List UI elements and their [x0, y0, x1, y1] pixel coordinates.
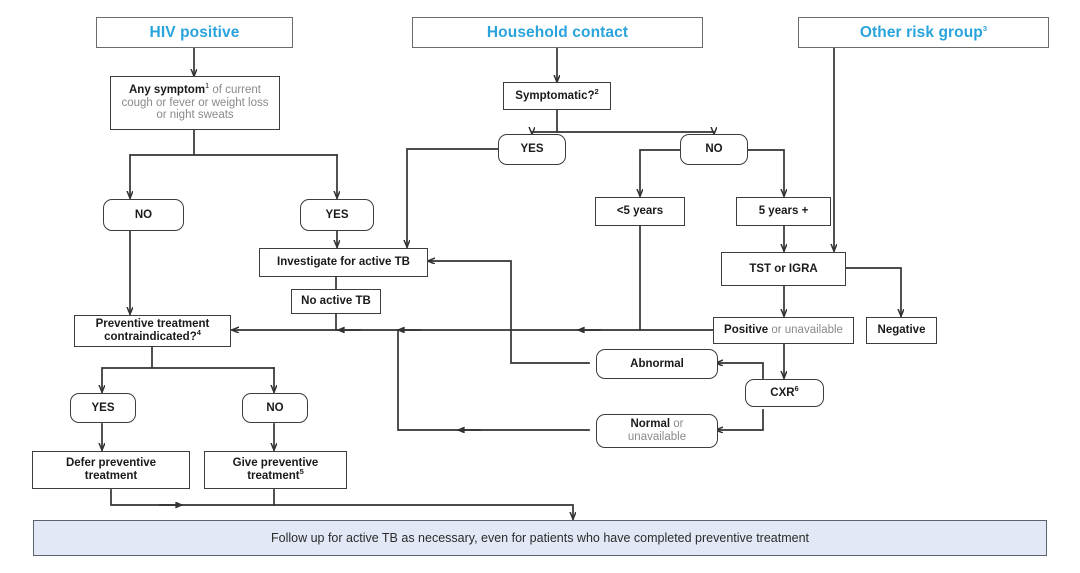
follow-up-banner-label: Follow up for active TB as necessary, ev…: [270, 531, 809, 545]
symptomatic-label: Symptomatic?: [515, 89, 595, 102]
negative-label: Negative: [877, 324, 926, 337]
node-hiv-yes: YES: [300, 199, 374, 231]
node-5-years-plus: 5 years +: [736, 197, 831, 226]
give-line1: Give preventive: [232, 457, 319, 470]
node-cxr: CXR6: [745, 379, 824, 407]
household-no-label: NO: [705, 143, 723, 156]
normal-line2: unavailable: [627, 431, 687, 443]
give-line2: treatment: [247, 470, 300, 482]
preventive-contraindicated-line2: contraindicated?: [104, 331, 197, 343]
node-tst-or-igra: TST or IGRA: [721, 252, 846, 286]
tst-or-igra-label: TST or IGRA: [749, 262, 818, 275]
defer-line1: Defer preventive: [65, 457, 157, 470]
node-symptomatic: Symptomatic?2: [503, 82, 611, 110]
title-label-hiv-positive: HIV positive: [149, 23, 240, 41]
title-label-other-risk-group: Other risk group3: [859, 23, 988, 41]
node-no-active-tb: No active TB: [291, 289, 381, 314]
title-box-household-contact: Household contact: [412, 17, 703, 48]
node-abnormal: Abnormal: [596, 349, 718, 379]
node-household-yes: YES: [498, 134, 566, 165]
footnote-marker-4: 4: [196, 328, 201, 338]
normal-bold: Normal: [630, 418, 671, 431]
household-yes-label: YES: [520, 143, 544, 156]
any-symptom-rest: of current: [209, 83, 261, 96]
normal-rest: or: [670, 418, 684, 431]
abnormal-label: Abnormal: [630, 357, 684, 370]
any-symptom-line2: cough or fever or weight loss: [121, 96, 269, 109]
footnote-marker-1: 1: [205, 80, 210, 90]
investigate-active-tb-label: Investigate for active TB: [277, 256, 410, 269]
title-box-hiv-positive: HIV positive: [96, 17, 293, 48]
no-active-tb-label: No active TB: [301, 295, 371, 308]
contraindicated-yes-label: YES: [91, 401, 115, 414]
positive-rest: or unavailable: [768, 324, 843, 337]
positive-bold: Positive: [724, 324, 769, 337]
node-negative: Negative: [866, 317, 937, 344]
any-symptom-line3: or night sweats: [156, 109, 234, 122]
follow-up-banner: Follow up for active TB as necessary, ev…: [33, 520, 1047, 556]
any-symptom-bold: Any symptom: [129, 83, 206, 96]
node-household-no: NO: [680, 134, 748, 165]
5-years-plus-label: 5 years +: [758, 205, 809, 218]
footnote-marker-3: 3: [982, 23, 988, 33]
cxr-label: CXR: [770, 386, 795, 399]
under-5-years-label: <5 years: [616, 205, 664, 218]
defer-line2: treatment: [84, 470, 138, 482]
preventive-contraindicated-line1: Preventive treatment: [95, 318, 210, 331]
hiv-no-label: NO: [134, 208, 153, 221]
hiv-yes-label: YES: [325, 208, 349, 221]
title-box-other-risk-group: Other risk group3: [798, 17, 1049, 48]
node-positive-or-unavailable: Positive or unavailable: [713, 317, 854, 344]
footnote-marker-6: 6: [794, 383, 799, 393]
contraindicated-no-label: NO: [266, 401, 284, 414]
node-hiv-no: NO: [103, 199, 184, 231]
node-under-5-years: <5 years: [595, 197, 685, 226]
node-contraindicated-yes: YES: [70, 393, 136, 423]
footnote-marker-5: 5: [299, 467, 304, 477]
node-investigate-active-tb: Investigate for active TB: [259, 248, 428, 277]
node-contraindicated-no: NO: [242, 393, 308, 423]
title-label-household-contact: Household contact: [486, 23, 629, 41]
footnote-marker-2: 2: [594, 86, 599, 96]
